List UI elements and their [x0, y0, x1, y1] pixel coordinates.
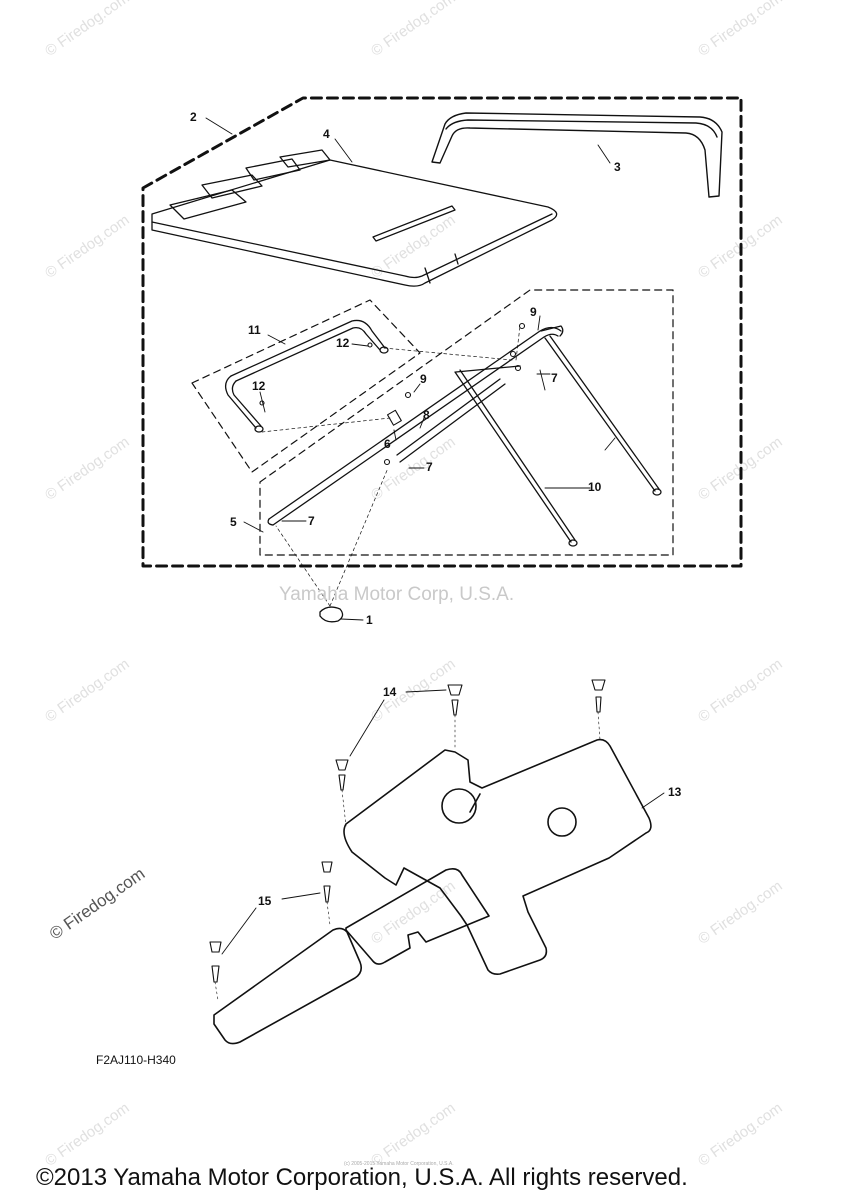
callout-11: 11 [248, 323, 261, 337]
callout-5: 5 [230, 515, 237, 529]
brace-dashed-outline [191, 299, 421, 473]
callout-7a: 7 [308, 514, 315, 528]
main-frame-part-5 [267, 325, 564, 526]
callout-9b: 9 [420, 372, 427, 386]
frame-dashed-outline [259, 289, 674, 556]
callout-8: 8 [423, 408, 430, 422]
callout-leader-lines [205, 117, 665, 955]
snap-fasteners [209, 679, 606, 983]
copyright-notice: ©2013 Yamaha Motor Corporation, U.S.A. A… [36, 1164, 688, 1191]
callout-1: 1 [366, 613, 373, 627]
callout-4: 4 [323, 127, 330, 141]
brace-tube-part-11 [224, 319, 389, 433]
diagram-code: F2AJ110-H340 [96, 1053, 176, 1067]
callout-15: 15 [258, 894, 272, 908]
snap-leader-lines [214, 711, 601, 1001]
callout-12b: 12 [252, 379, 266, 393]
callout-12a: 12 [336, 336, 350, 350]
callout-6: 6 [384, 437, 391, 451]
bimini-bar-part-3 [431, 112, 723, 198]
connection-lines [261, 325, 521, 607]
canvas-top-part-4 [151, 149, 558, 287]
kit-2-dashed-outline [141, 96, 743, 568]
callout-7c: 7 [551, 371, 558, 385]
callout-7b: 7 [426, 460, 433, 474]
callout-14: 14 [383, 685, 397, 699]
callout-10: 10 [588, 480, 602, 494]
hardware-fasteners [259, 322, 526, 466]
center-watermark: Yamaha Motor Corp, U.S.A. [279, 584, 515, 605]
small-copyright: (c) 2005-2015 Yamaha Motor Corporation, … [344, 1161, 454, 1167]
floor-mat-part-13 [343, 738, 652, 975]
fitting-part-1 [319, 606, 344, 623]
floor-mat-part-15 [213, 868, 490, 1045]
callout-2: 2 [190, 110, 197, 124]
callout-3: 3 [614, 160, 621, 174]
callout-9a: 9 [530, 305, 537, 319]
callout-13: 13 [668, 785, 682, 799]
support-pole-part-10 [454, 335, 662, 547]
